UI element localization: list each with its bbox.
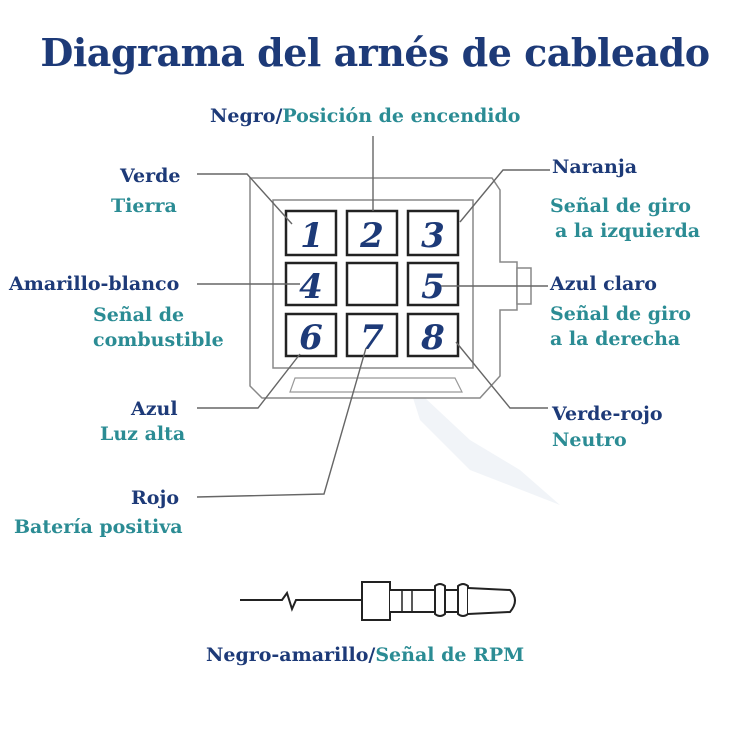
leader-lines bbox=[196, 136, 550, 498]
label-separator: / bbox=[275, 105, 283, 127]
pin-cell bbox=[284, 209, 338, 257]
pin-cell bbox=[406, 209, 460, 257]
pin-number-2: 2 bbox=[359, 216, 384, 256]
function-bateria-positiva: Batería positiva bbox=[14, 516, 183, 538]
leader-line-pin1 bbox=[197, 173, 293, 225]
function-senal-combustible-line1: Señal de bbox=[93, 304, 185, 326]
pin-number-1: 1 bbox=[300, 216, 324, 256]
diagram-title: Diagrama del arnés de cableado bbox=[40, 30, 710, 75]
rpm-wire bbox=[240, 590, 362, 612]
leader-line-pin8 bbox=[455, 341, 548, 409]
function-senal-giro-izq-line2: a la izquierda bbox=[555, 220, 701, 242]
pin-number-7: 7 bbox=[360, 318, 384, 358]
function-senal-giro-der-line2: a la derecha bbox=[550, 328, 681, 350]
wire-color-negro: Negro bbox=[210, 105, 276, 127]
bullet-band bbox=[457, 583, 469, 617]
pin-cell bbox=[345, 209, 399, 257]
pin-cell bbox=[406, 261, 460, 307]
bullet-tip bbox=[467, 587, 516, 615]
label-rpm: Negro-amarillo/Señal de RPM bbox=[206, 643, 524, 667]
bullet-band bbox=[434, 583, 446, 617]
pin-number-5: 5 bbox=[421, 267, 445, 307]
function-senal-rpm: Señal de RPM bbox=[375, 644, 525, 666]
pin-cell bbox=[284, 312, 338, 358]
pin-number-4: 4 bbox=[299, 267, 323, 307]
wire-color-negro-amarillo: Negro-amarillo bbox=[206, 644, 369, 666]
pin-number-3: 3 bbox=[421, 216, 445, 256]
leader-line-pin7 bbox=[196, 347, 367, 498]
bullet-rings bbox=[401, 590, 413, 612]
function-neutro: Neutro bbox=[552, 429, 627, 451]
pin-grid: 1 2 3 4 5 6 7 8 bbox=[284, 209, 460, 358]
leader-line-pin3 bbox=[459, 169, 550, 223]
pin-cell bbox=[345, 312, 399, 358]
wire-color-amarillo-blanco: Amarillo-blanco bbox=[9, 273, 180, 295]
pin-number-8: 8 bbox=[420, 318, 445, 358]
pin-cell-empty bbox=[345, 261, 399, 307]
pin-cell bbox=[406, 312, 460, 358]
plug-shadow bbox=[408, 382, 560, 505]
function-posicion-encendido: Posición de encendido bbox=[282, 105, 521, 127]
function-tierra: Tierra bbox=[111, 195, 177, 217]
label-pin2: Negro/Posición de encendido bbox=[210, 104, 520, 128]
bullet-collar bbox=[361, 581, 391, 621]
leader-line-pin6 bbox=[197, 353, 301, 409]
function-senal-giro-izq-line1: Señal de giro bbox=[550, 195, 691, 217]
bullet-connector bbox=[240, 581, 516, 621]
connector-latch bbox=[289, 377, 463, 393]
wire-color-azul: Azul bbox=[131, 398, 178, 420]
function-senal-combustible-line2: combustible bbox=[93, 329, 224, 351]
bullet-link bbox=[445, 589, 458, 613]
wire-color-verde-rojo: Verde-rojo bbox=[552, 403, 663, 425]
pin-number-6: 6 bbox=[299, 318, 323, 358]
wire-color-verde: Verde bbox=[120, 165, 181, 187]
label-separator: / bbox=[368, 644, 376, 666]
wire-color-azul-claro: Azul claro bbox=[550, 273, 657, 295]
wire-color-naranja: Naranja bbox=[552, 156, 637, 178]
function-senal-giro-der-line1: Señal de giro bbox=[550, 303, 691, 325]
wire-color-rojo: Rojo bbox=[131, 487, 180, 509]
function-luz-alta: Luz alta bbox=[100, 423, 186, 445]
